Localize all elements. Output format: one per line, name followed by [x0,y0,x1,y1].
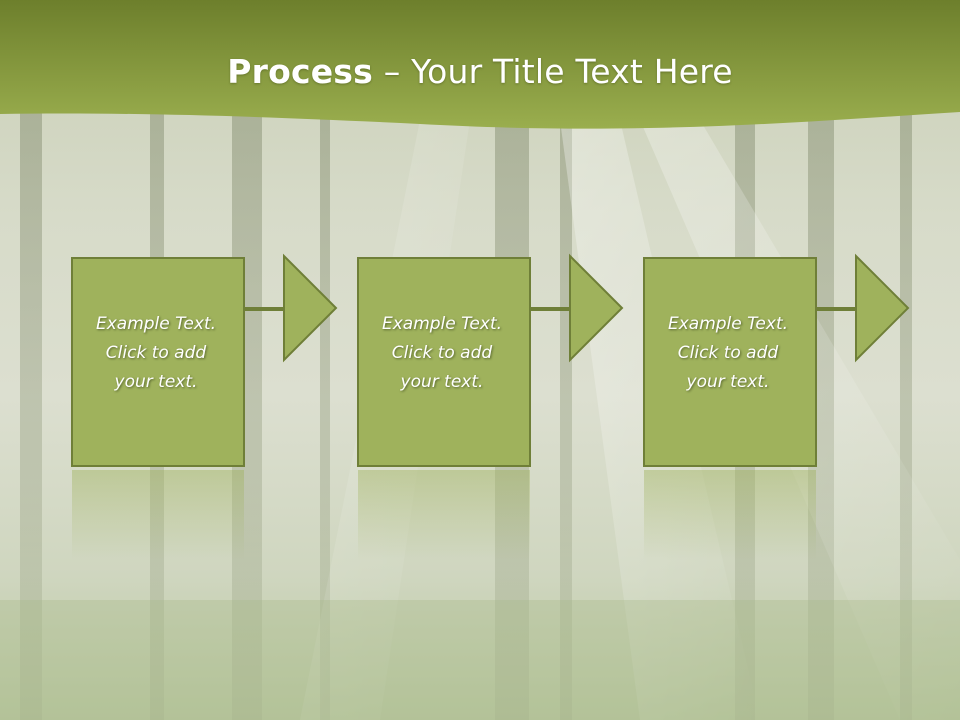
title-separator: – [383,52,401,91]
step-arrow-shape [643,253,910,467]
step-text-line: your text. [686,372,770,392]
step-arrow-shape [357,253,624,467]
step-text-line: Example Text. [381,314,503,334]
step-text-line: Click to add [677,343,779,363]
process-step-1[interactable]: Example Text. Click to add your text. [70,253,340,468]
step-reflection [72,470,244,560]
step-text[interactable]: Example Text. Click to add your text. [642,310,814,397]
step-text-line: Click to add [391,343,493,363]
step-text[interactable]: Example Text. Click to add your text. [70,310,242,397]
step-text-line: your text. [114,372,198,392]
step-text[interactable]: Example Text. Click to add your text. [356,310,528,397]
slide-title: Process – Your Title Text Here [0,52,960,91]
step-text-line: your text. [400,372,484,392]
step-text-line: Click to add [105,343,207,363]
step-reflection [644,470,816,560]
step-text-line: Example Text. [667,314,789,334]
process-step-2[interactable]: Example Text. Click to add your text. [356,253,626,468]
title-bold: Process [227,52,373,91]
step-reflection [358,470,530,560]
title-rest: Your Title Text Here [411,52,733,91]
title-band [0,0,960,129]
step-arrow-shape [71,253,338,467]
step-text-line: Example Text. [95,314,217,334]
process-step-3[interactable]: Example Text. Click to add your text. [642,253,912,468]
